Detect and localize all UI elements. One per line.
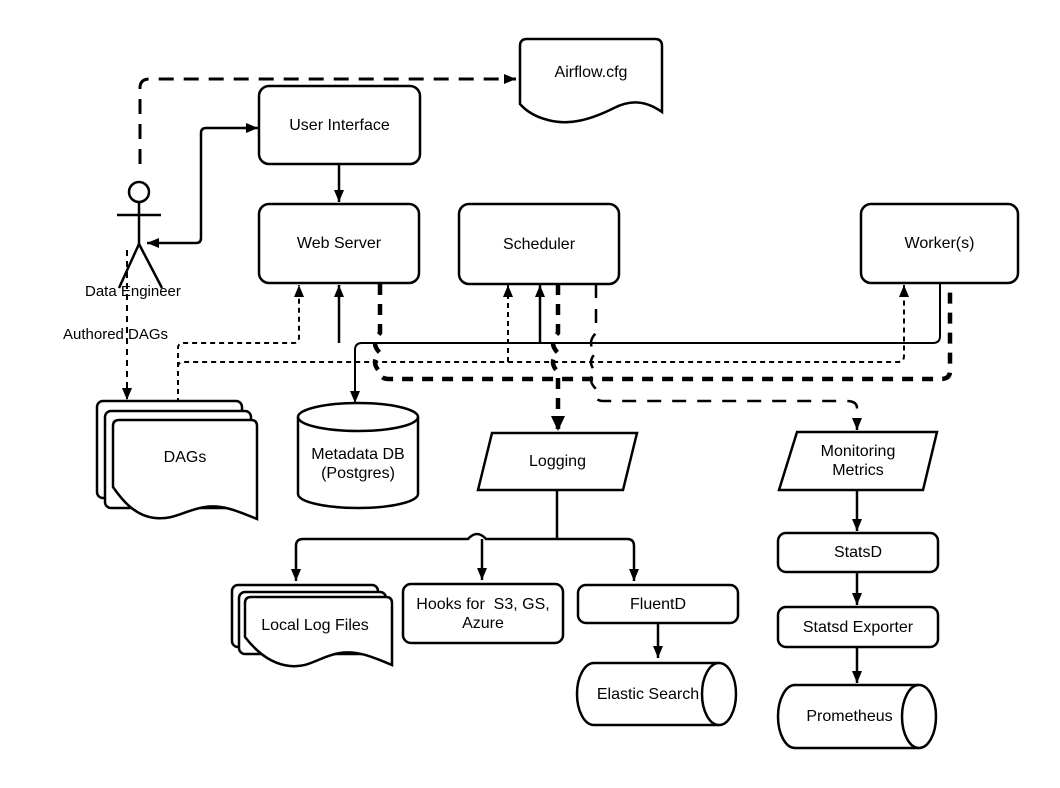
edge-db-bus bbox=[350, 283, 941, 403]
hooks-node bbox=[401, 582, 565, 645]
edge-engineer-ui bbox=[147, 123, 258, 248]
edge-engineer-airflowcfg bbox=[138, 74, 516, 164]
statsd-node bbox=[776, 531, 940, 574]
statsd-exporter-node bbox=[776, 605, 940, 649]
user-interface-node bbox=[257, 84, 422, 166]
data-engineer-actor-icon bbox=[117, 180, 164, 289]
edge-logging-splitter bbox=[294, 532, 636, 547]
fluentd-node bbox=[576, 583, 740, 625]
dags-node bbox=[95, 399, 259, 521]
edge-dags-webserver bbox=[177, 285, 304, 412]
workers-node bbox=[859, 202, 1020, 285]
scheduler-node bbox=[457, 202, 621, 286]
metadata-db-cylinder bbox=[296, 401, 420, 510]
local-log-files-node bbox=[230, 583, 394, 668]
airflow-cfg-node bbox=[518, 37, 664, 124]
edge-scheduler-monitoring bbox=[589, 284, 862, 430]
web-server-node bbox=[257, 202, 421, 285]
prometheus-cylinder bbox=[776, 683, 938, 750]
edge-logs-bus bbox=[372, 284, 953, 382]
edge-scheduler-logging bbox=[550, 284, 565, 431]
logging-node bbox=[476, 431, 639, 492]
elastic-search-cylinder bbox=[575, 661, 738, 727]
monitoring-metrics-node bbox=[777, 430, 939, 492]
edge-dags-workers-bus bbox=[177, 285, 909, 412]
